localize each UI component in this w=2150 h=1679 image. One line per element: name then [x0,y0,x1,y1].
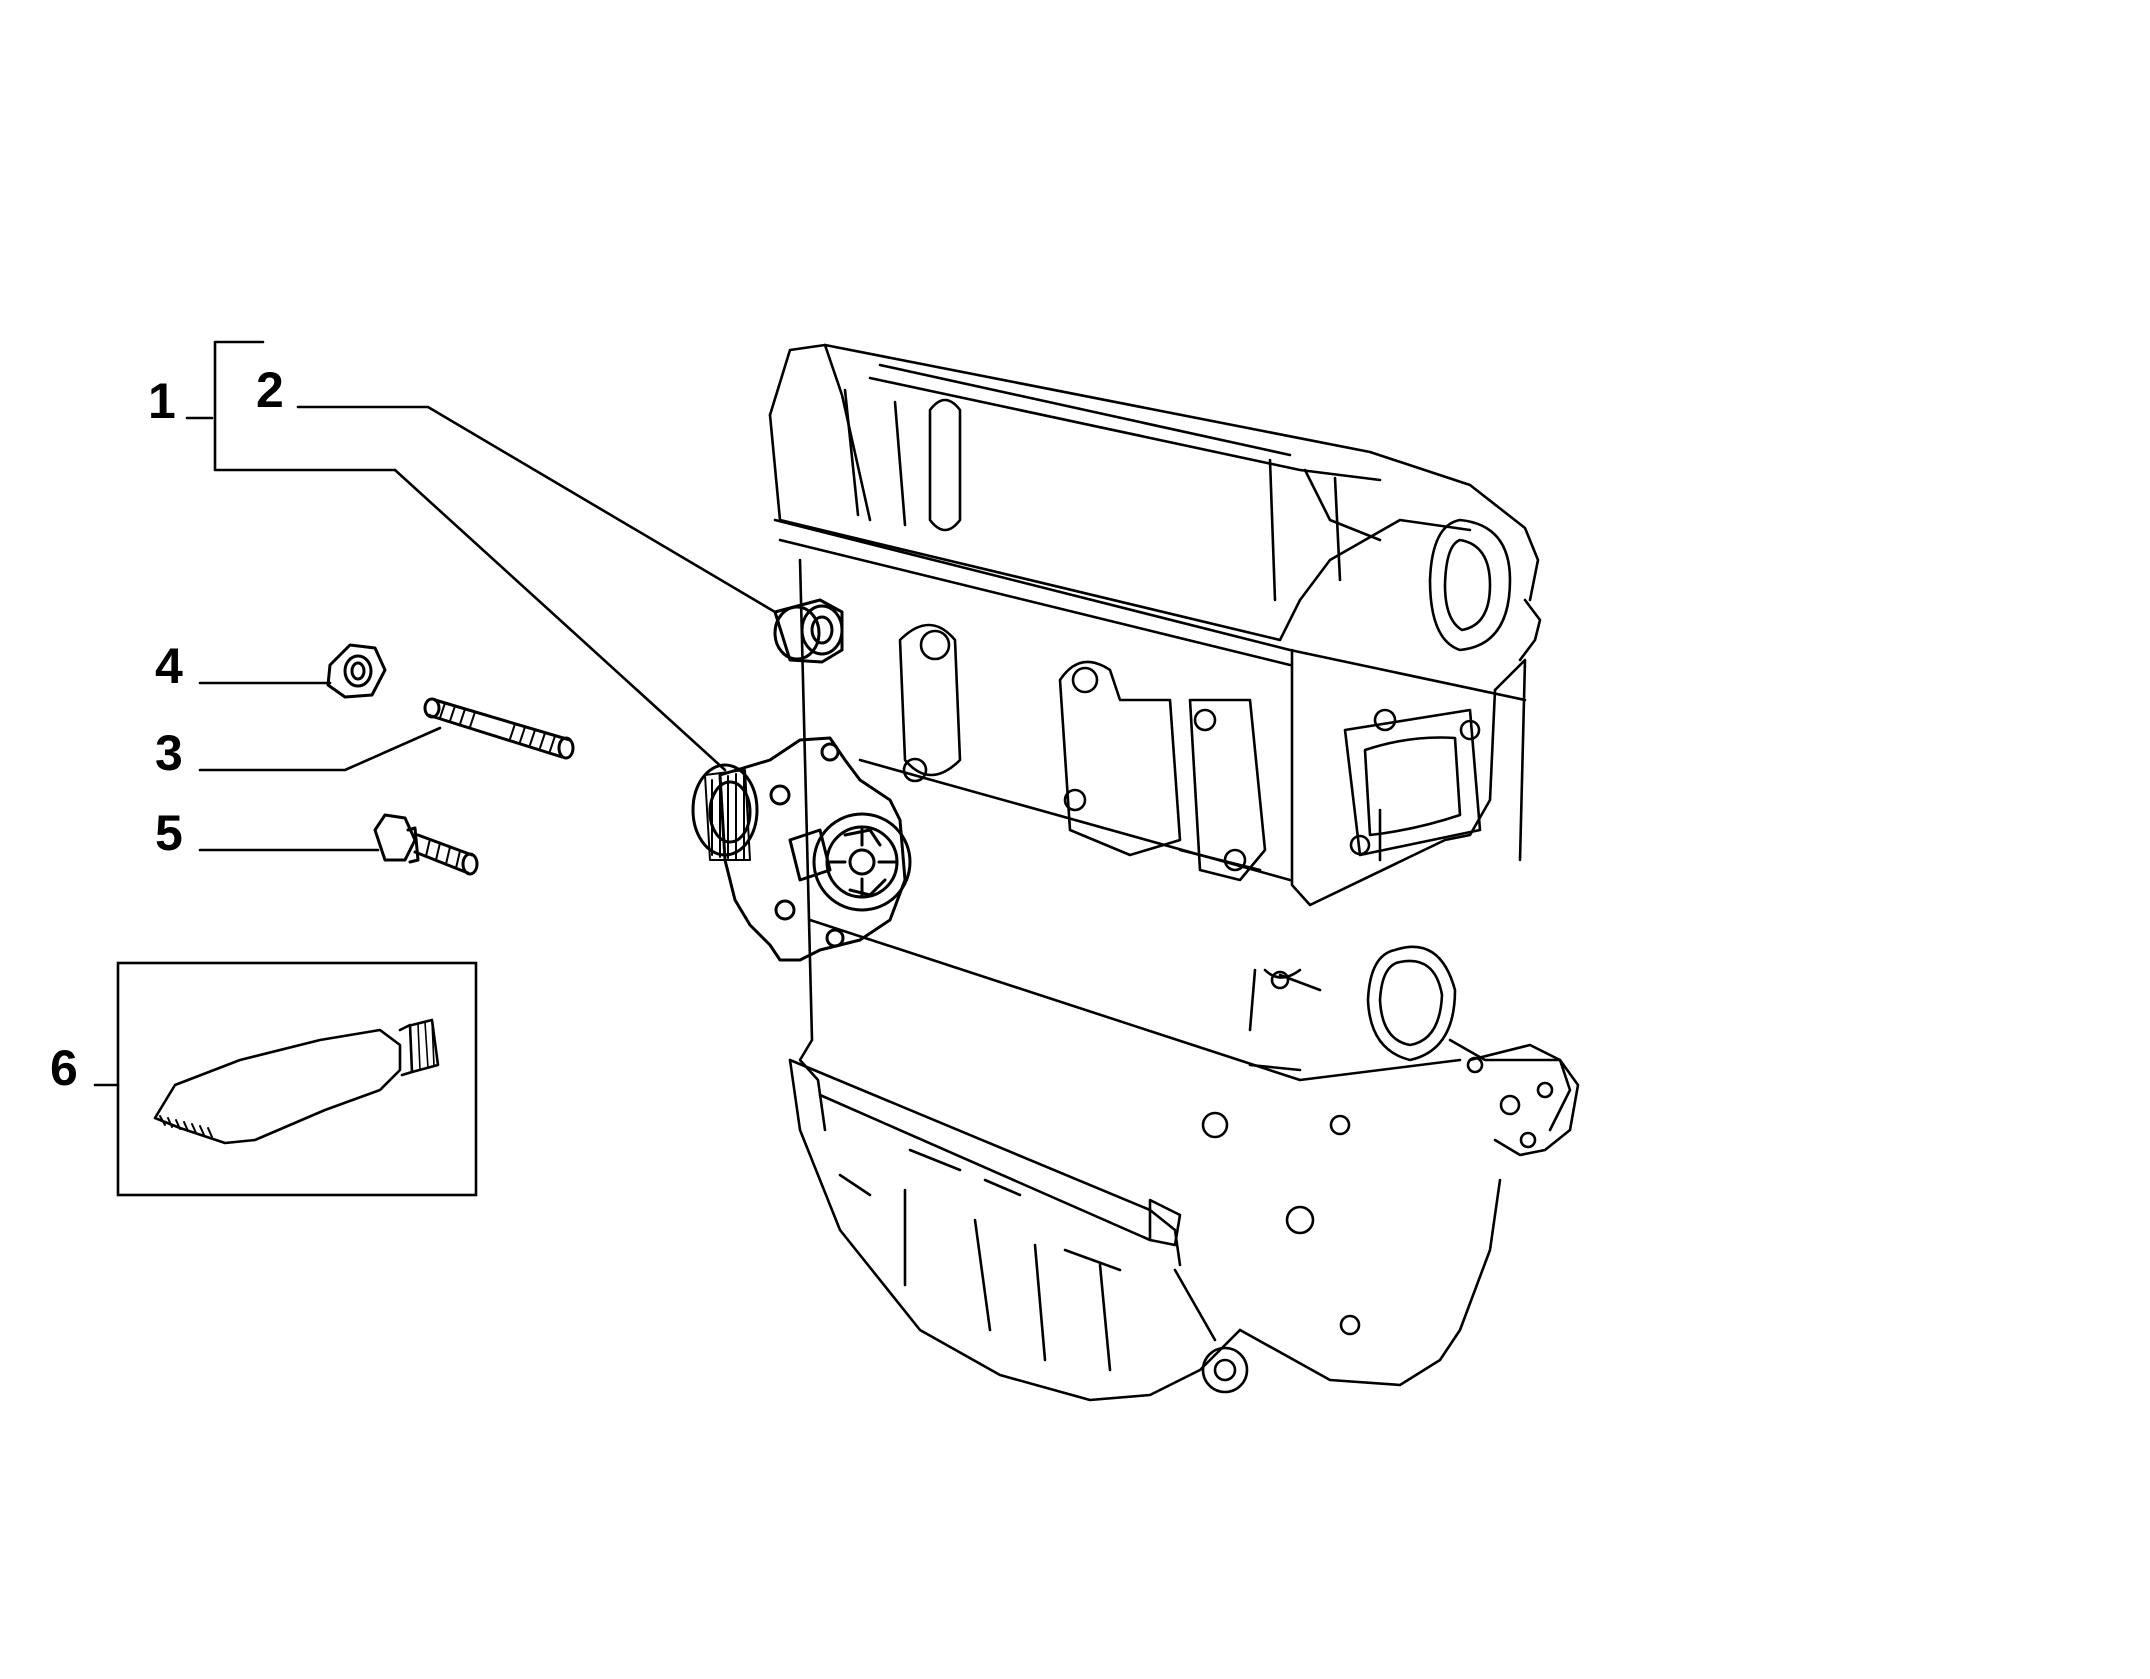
callout-3: 3 [155,725,183,781]
seal-cap-icon [773,598,844,664]
water-pump-icon [691,736,912,962]
leader-3 [198,726,442,772]
callout-1: 1 [148,373,176,429]
leader-2 [296,405,777,614]
hex-nut-icon [326,643,387,699]
callout-4: 4 [155,638,183,694]
threaded-stud-icon [423,697,575,760]
sealant-tube-icon [153,1018,440,1145]
callout-2: 2 [256,362,284,418]
engine-block-icon [768,343,1580,1402]
callout-6: 6 [50,1040,78,1096]
flange-bolt-icon [373,813,479,876]
callout-5: 5 [155,805,183,861]
sealant-tube-box [116,961,478,1197]
leader-lines [93,340,777,1087]
leader-1 [393,468,727,772]
bracket-1 [213,340,397,472]
